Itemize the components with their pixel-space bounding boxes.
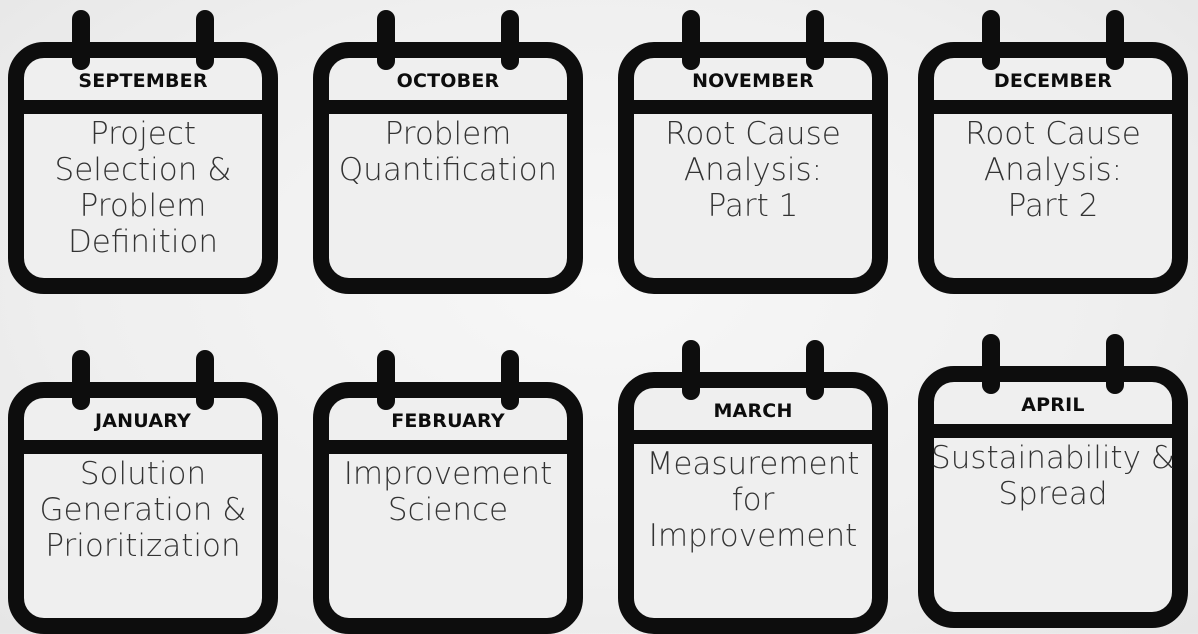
binder-ring-icon [72,350,90,410]
calendar-card-october: OCTOBER Problem Quantification [313,10,583,294]
topic-text: Root Cause Analysis: Part 2 [965,116,1141,224]
calendar-card-april: APRIL Sustainability & Spread [918,334,1188,628]
month-label: FEBRUARY [391,410,505,432]
calendar-card-september: SEPTEMBER Project Selection & Problem De… [8,10,278,294]
topic-text: Project Selection & Problem Definition [54,116,232,260]
month-label: APRIL [1021,394,1085,416]
binder-ring-icon [682,340,700,400]
binder-ring-icon [501,10,519,70]
binder-ring-icon [501,350,519,410]
topic-text: Sustainability & Spread [931,440,1175,512]
header-divider [632,100,874,114]
month-label: MARCH [713,400,793,422]
header-divider [932,100,1174,114]
month-label: SEPTEMBER [78,70,208,92]
calendar-card-march: MARCH Measurement for Improvement [618,340,888,634]
binder-ring-icon [806,10,824,70]
month-label: JANUARY [95,410,191,432]
binder-ring-icon [377,10,395,70]
binder-ring-icon [1106,334,1124,394]
binder-ring-icon [982,334,1000,394]
month-label: OCTOBER [396,70,500,92]
calendar-card-february: FEBRUARY Improvement Science [313,350,583,634]
binder-ring-icon [72,10,90,70]
header-divider [932,424,1174,438]
topic-text: Problem Quantification [338,116,558,188]
binder-ring-icon [1106,10,1124,70]
topic-text: Measurement for Improvement [646,446,860,554]
topic-text: Solution Generation & Prioritization [39,456,247,564]
binder-ring-icon [196,10,214,70]
header-divider [632,430,874,444]
header-divider [327,100,569,114]
binder-ring-icon [377,350,395,410]
topic-text: Root Cause Analysis: Part 1 [665,116,841,224]
topic-text: Improvement Science [343,456,553,528]
month-label: DECEMBER [993,70,1113,92]
header-divider [327,440,569,454]
binder-ring-icon [682,10,700,70]
calendar-card-november: NOVEMBER Root Cause Analysis: Part 1 [618,10,888,294]
header-divider [22,440,264,454]
binder-ring-icon [196,350,214,410]
binder-ring-icon [982,10,1000,70]
binder-ring-icon [806,340,824,400]
calendar-card-december: DECEMBER Root Cause Analysis: Part 2 [918,10,1188,294]
month-label: NOVEMBER [692,70,814,92]
header-divider [22,100,264,114]
calendar-card-january: JANUARY Solution Generation & Prioritiza… [8,350,278,634]
